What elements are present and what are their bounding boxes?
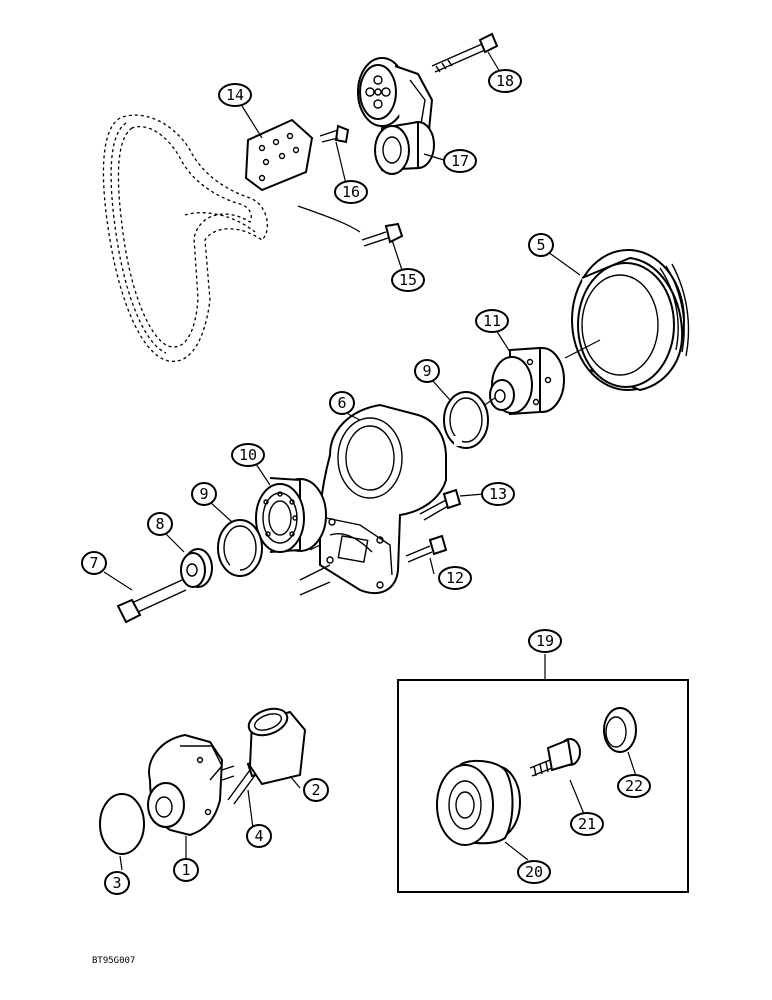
- svg-text:15: 15: [399, 271, 417, 289]
- kit-box: [397, 654, 689, 893]
- svg-text:11: 11: [483, 312, 501, 330]
- tensioner-bracket: [244, 118, 314, 192]
- drawing-code: BT95G007: [92, 956, 135, 966]
- o-ring: [99, 793, 145, 855]
- svg-text:12: 12: [446, 569, 464, 587]
- pulley-hub: [489, 346, 565, 416]
- idler-pulley: [374, 120, 435, 175]
- callout-19: 19: [528, 629, 562, 653]
- callout-17: 17: [443, 149, 477, 173]
- callout-4: 4: [246, 824, 272, 848]
- callout-7: 7: [81, 551, 107, 575]
- callout-9-lower: 9: [191, 482, 217, 506]
- svg-text:8: 8: [155, 515, 164, 533]
- washer: [180, 548, 213, 588]
- svg-text:13: 13: [489, 485, 507, 503]
- callout-6: 6: [329, 391, 355, 415]
- callout-5: 5: [528, 233, 554, 257]
- svg-text:4: 4: [254, 827, 263, 845]
- svg-text:19: 19: [536, 632, 554, 650]
- bolt-7: [116, 579, 187, 624]
- callout-10: 10: [231, 443, 265, 467]
- leader-lines: [103, 51, 637, 871]
- snap-ring-upper: [443, 391, 489, 449]
- crankshaft-pulley: [571, 249, 690, 392]
- bolt-12: [405, 534, 448, 563]
- svg-text:18: 18: [496, 72, 514, 90]
- sleeve: [247, 707, 307, 786]
- svg-text:20: 20: [525, 863, 543, 881]
- svg-text:9: 9: [422, 362, 431, 380]
- kit-stud: [529, 738, 581, 777]
- svg-text:3: 3: [112, 874, 121, 892]
- svg-text:5: 5: [536, 236, 545, 254]
- callout-18: 18: [488, 69, 522, 93]
- callout-22: 22: [617, 774, 651, 798]
- callout-1: 1: [173, 858, 199, 882]
- svg-text:2: 2: [311, 781, 320, 799]
- svg-text:1: 1: [181, 861, 190, 879]
- svg-text:14: 14: [226, 86, 244, 104]
- svg-text:10: 10: [239, 446, 257, 464]
- callout-21: 21: [570, 812, 604, 836]
- svg-text:7: 7: [89, 554, 98, 572]
- bolt-18: [431, 32, 499, 73]
- callout-2: 2: [303, 778, 329, 802]
- callout-12: 12: [438, 566, 472, 590]
- callout-14: 14: [218, 83, 252, 107]
- svg-text:9: 9: [199, 485, 208, 503]
- callout-8: 8: [147, 512, 173, 536]
- callout-20: 20: [517, 860, 551, 884]
- callout-11: 11: [475, 309, 509, 333]
- callout-9-upper: 9: [414, 359, 440, 383]
- callout-13: 13: [481, 482, 515, 506]
- bolt-16: [319, 124, 350, 144]
- kit-idler-pulley: [436, 759, 521, 846]
- bolt-13: [419, 488, 462, 521]
- svg-text:21: 21: [578, 815, 596, 833]
- bolt-15: [361, 222, 404, 247]
- bearing: [255, 477, 327, 553]
- svg-text:16: 16: [342, 183, 360, 201]
- snap-ring-lower: [217, 519, 263, 577]
- kit-seal: [603, 707, 637, 753]
- svg-text:17: 17: [451, 152, 469, 170]
- svg-text:6: 6: [337, 394, 346, 412]
- drive-belt: [102, 114, 268, 362]
- callout-16: 16: [334, 180, 368, 204]
- callout-15: 15: [391, 268, 425, 292]
- svg-text:22: 22: [625, 777, 643, 795]
- water-pump: [147, 733, 235, 837]
- callout-3: 3: [104, 871, 130, 895]
